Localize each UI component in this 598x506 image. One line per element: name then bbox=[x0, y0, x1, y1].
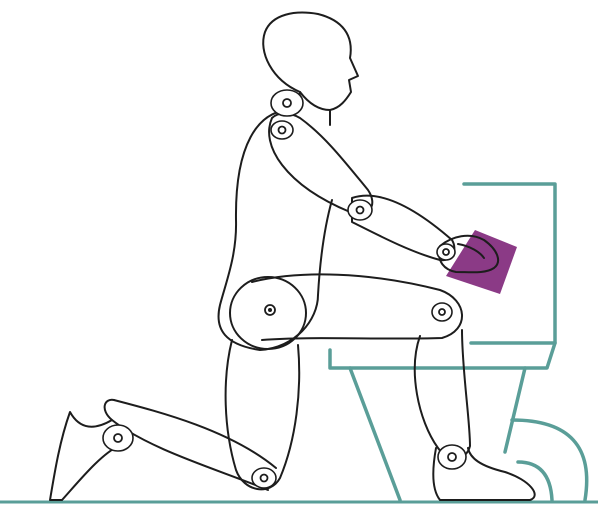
shoulder-joint-core bbox=[279, 127, 286, 134]
front-knee-joint-core bbox=[439, 309, 445, 315]
thigh-back bbox=[226, 340, 300, 489]
neck-joint-core bbox=[283, 99, 291, 107]
wrist-joint-core bbox=[443, 249, 449, 255]
back-knee-joint-core bbox=[261, 475, 268, 482]
thigh-front bbox=[252, 274, 462, 340]
toilet-seat bbox=[330, 343, 555, 368]
elbow-joint-core bbox=[357, 207, 364, 214]
joints bbox=[103, 90, 466, 488]
toilet-bowl bbox=[350, 368, 525, 500]
front-ankle-joint-core bbox=[448, 453, 456, 461]
shin-front bbox=[415, 330, 470, 458]
hip-joint-dot bbox=[268, 308, 272, 312]
back-ankle-joint-core bbox=[114, 434, 122, 442]
foot-back bbox=[50, 412, 120, 500]
torso bbox=[219, 110, 332, 350]
